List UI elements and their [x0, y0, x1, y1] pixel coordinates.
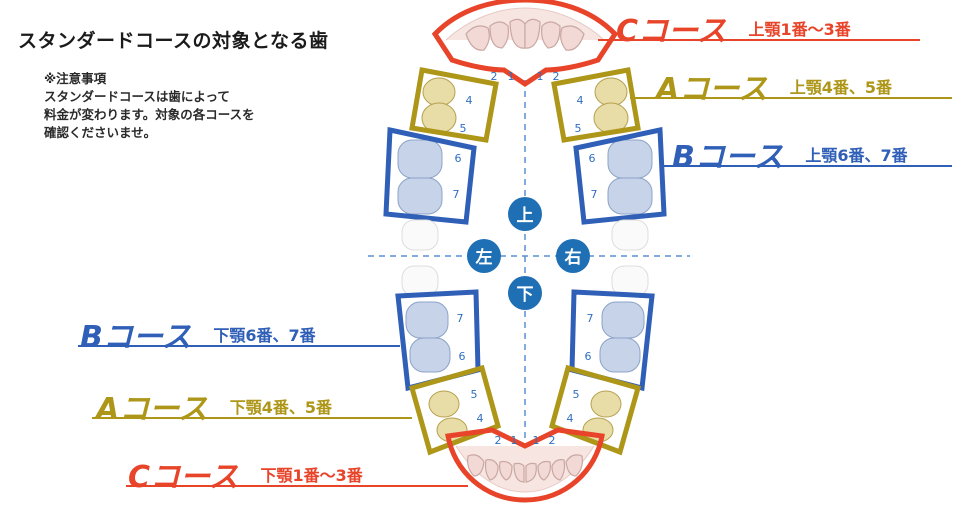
num-upper-left-7: 7	[453, 188, 460, 201]
num-lower-left-2: 2	[495, 434, 502, 447]
note: ※注意事項 スタンダードコースは歯によって 料金が変わります。対象の各コースを …	[44, 70, 255, 142]
lower-right-molars	[599, 301, 645, 373]
num-upper-right-1: 1	[537, 70, 544, 83]
num-lower-left-4: 4	[477, 412, 484, 425]
b-upper-detail: 上顎6番、7番	[805, 146, 908, 165]
num-upper-right-7: 7	[591, 188, 598, 201]
num-upper-left-1: 1	[508, 70, 515, 83]
badge-down-label: 下	[517, 285, 534, 305]
wisdom-teeth	[401, 219, 649, 297]
c-lower-name: Cコース	[128, 460, 239, 495]
badge-up	[508, 197, 542, 231]
upper-left-a-box	[409, 67, 499, 143]
c-upper-detail: 上顎1番〜3番	[748, 20, 851, 39]
b-lower-label: Bコース 下顎6番、7番	[80, 312, 316, 356]
num-upper-right-5: 5	[575, 122, 582, 135]
upper-right-molars	[607, 139, 653, 215]
num-upper-left-6: 6	[455, 152, 462, 165]
a-lower-name: Aコース	[96, 392, 208, 427]
note-line-3: 料金が変わります。対象の各コースを	[44, 107, 255, 122]
num-upper-right-6: 6	[589, 152, 596, 165]
note-line-1: ※注意事項	[44, 71, 107, 86]
num-upper-left-5: 5	[460, 122, 467, 135]
note-line-4: 確認くださいませ。	[44, 125, 157, 140]
a-upper-detail: 上顎4番、5番	[789, 78, 892, 97]
a-upper-name: Aコース	[656, 72, 768, 107]
page-title: スタンダードコースの対象となる歯	[18, 30, 329, 52]
upper-c-box	[431, 0, 619, 88]
num-lower-left-1: 1	[511, 434, 518, 447]
a-upper-label: Aコース 上顎4番、5番	[656, 64, 892, 108]
num-upper-right-2: 2	[553, 70, 560, 83]
num-lower-right-7: 7	[587, 312, 594, 325]
badge-down	[508, 276, 542, 310]
upper-left-premolars	[421, 77, 457, 134]
num-lower-right-6: 6	[585, 350, 592, 363]
b-upper-name: Bコース	[672, 140, 784, 175]
b-lower-name: Bコース	[80, 320, 192, 355]
lower-front-teeth	[467, 454, 583, 483]
a-lower-label: Aコース 下顎4番、5番	[96, 384, 332, 428]
num-lower-right-1: 1	[533, 434, 540, 447]
upper-right-a-box	[551, 67, 641, 143]
upper-left-b-box	[383, 126, 477, 225]
c-upper-label: Cコース 上顎1番〜3番	[616, 6, 851, 50]
c-upper-name: Cコース	[616, 14, 727, 49]
upper-right-b-box	[573, 126, 667, 225]
num-lower-left-7: 7	[457, 312, 464, 325]
lower-c-box	[445, 427, 605, 503]
direction-badges: 上 左 右 下	[467, 197, 590, 310]
badge-up-label: 上	[517, 206, 534, 226]
num-lower-right-2: 2	[549, 434, 556, 447]
num-upper-right-4: 4	[577, 94, 584, 107]
upper-left-molars	[397, 139, 443, 215]
badge-left-label: 左	[476, 247, 493, 268]
num-upper-left-2: 2	[491, 70, 498, 83]
c-lower-label: Cコース 下顎1番〜3番	[128, 452, 363, 496]
lower-left-premolars	[428, 390, 468, 443]
note-line-2: スタンダードコースは歯によって	[44, 89, 230, 104]
c-lower-detail: 下顎1番〜3番	[260, 466, 363, 485]
badge-right	[556, 239, 590, 273]
lower-left-molars	[405, 301, 451, 373]
a-lower-detail: 下顎4番、5番	[229, 398, 332, 417]
badge-left	[467, 239, 501, 273]
upper-right-premolars	[593, 77, 629, 134]
badge-right-label: 右	[565, 247, 582, 268]
lower-right-a-box	[548, 364, 642, 456]
num-lower-left-5: 5	[471, 388, 478, 401]
num-lower-right-4: 4	[567, 412, 574, 425]
num-upper-left-4: 4	[466, 94, 473, 107]
num-lower-left-6: 6	[459, 350, 466, 363]
upper-front-teeth	[465, 18, 585, 51]
b-upper-label: Bコース 上顎6番、7番	[672, 132, 908, 176]
lower-left-a-box	[408, 364, 502, 456]
b-lower-detail: 下顎6番、7番	[213, 326, 316, 345]
num-lower-right-5: 5	[573, 388, 580, 401]
